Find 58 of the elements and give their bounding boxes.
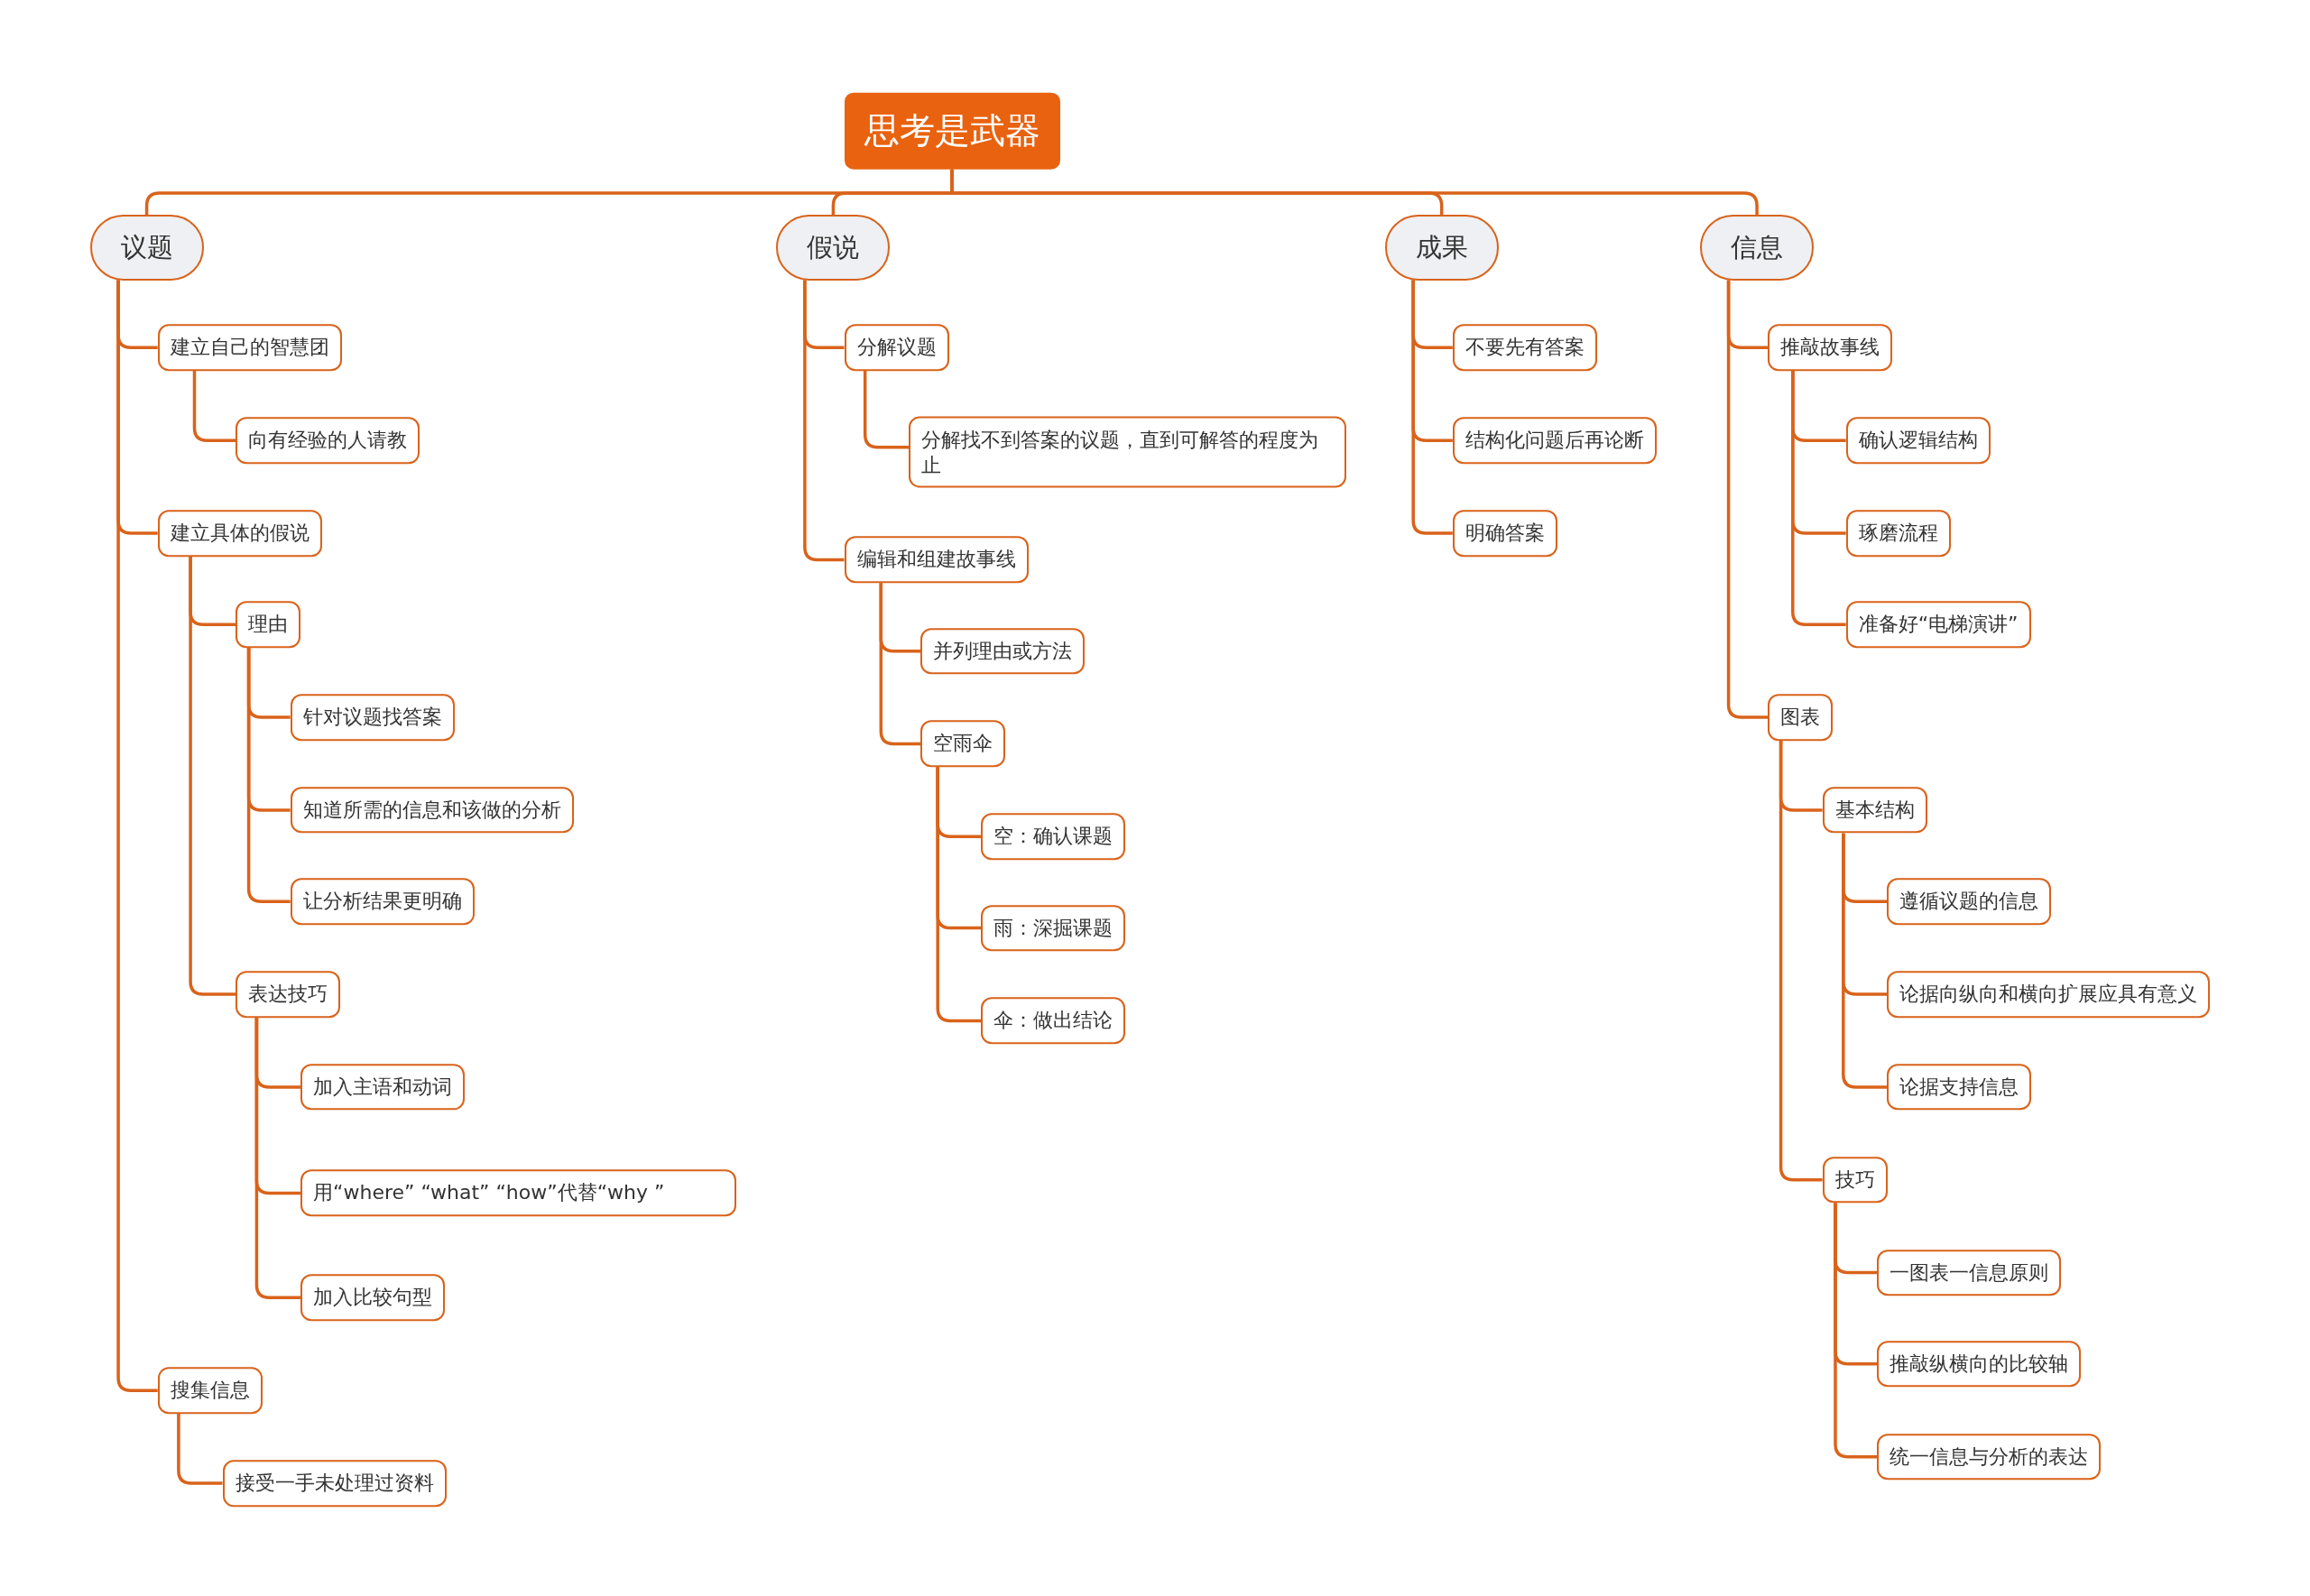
connector-line (1726, 280, 1769, 719)
root-topic: 思考是武器 (844, 92, 1060, 170)
connector-line (879, 583, 921, 746)
main-topic: 信息 (1700, 215, 1815, 281)
connector-line (1834, 1203, 1877, 1459)
subtopic-box: 向有经验的人请教 (236, 417, 420, 464)
subtopic-box: 琢磨流程 (1845, 510, 1951, 557)
subtopic-box: 让分析结果更明确 (290, 878, 475, 925)
connector-line (254, 1017, 301, 1300)
subtopic-box: 图表 (1768, 694, 1834, 741)
subtopic-box: 加入主语和动词 (300, 1064, 466, 1111)
subtopic-box: 伞：做出结论 (981, 997, 1126, 1045)
connector-line (803, 280, 845, 562)
subtopic-box: 分解找不到答案的议题，直到可解答的程度为止 (909, 416, 1347, 488)
subtopic-box: 建立自己的智慧团 (157, 324, 342, 372)
connector-line (116, 280, 158, 1392)
subtopic-box: 明确答案 (1452, 510, 1557, 557)
subtopic-box: 确认逻辑结构 (1845, 417, 1991, 464)
main-topic: 议题 (89, 215, 204, 281)
subtopic-box: 知道所需的信息和该做的分析 (290, 787, 574, 834)
subtopic-box: 空：确认课题 (981, 813, 1126, 861)
subtopic-box: 不要先有答案 (1452, 324, 1597, 372)
subtopic-box: 基本结构 (1822, 787, 1927, 834)
subtopic-box: 一图表一信息原则 (1877, 1249, 2061, 1296)
subtopic-box: 推敲纵横向的比较轴 (1877, 1341, 2081, 1388)
subtopic-box: 表达技巧 (236, 971, 341, 1018)
subtopic-box: 针对议题找答案 (290, 694, 455, 741)
subtopic-box: 分解议题 (844, 324, 949, 372)
subtopic-box: 雨：深掘课题 (981, 904, 1126, 952)
subtopic-box: 建立具体的假说 (157, 510, 322, 557)
subtopic-box: 结构化问题后再论断 (1452, 417, 1657, 464)
subtopic-box: 理由 (236, 601, 301, 648)
connector-line (246, 648, 291, 903)
connector-line (936, 767, 982, 1023)
connector-line (1791, 371, 1846, 626)
connector-line (1842, 833, 1888, 1089)
subtopic-box: 论据向纵向和横向扩展应具有意义 (1887, 971, 2211, 1018)
subtopic-box: 技巧 (1822, 1157, 1888, 1204)
connector-line (192, 371, 236, 442)
subtopic-box: 统一信息与分析的表达 (1877, 1433, 2101, 1481)
subtopic-box: 遵循议题的信息 (1887, 878, 2052, 925)
subtopic-box: 推敲故事线 (1768, 324, 1893, 372)
subtopic-box: 论据支持信息 (1887, 1064, 2032, 1111)
subtopic-box: 编辑和组建故事线 (844, 536, 1029, 584)
subtopic-box: 用“where” “what” “how”代替“why ” (300, 1169, 737, 1217)
subtopic-box: 准备好“电梯演讲” (1845, 601, 2031, 648)
connector-line (1779, 740, 1823, 1182)
connector-line (1411, 280, 1453, 535)
subtopic-box: 空雨伞 (920, 720, 1006, 768)
subtopic-box: 搜集信息 (157, 1367, 263, 1414)
subtopic-box: 并列理由或方法 (920, 627, 1086, 675)
subtopic-box: 接受一手未处理过资料 (222, 1460, 447, 1507)
connector-line (189, 556, 236, 996)
connector-line (177, 1413, 223, 1485)
connector-line (863, 371, 910, 449)
main-topic: 成果 (1384, 215, 1499, 281)
main-topic: 假说 (776, 215, 891, 281)
subtopic-box: 加入比较句型 (300, 1274, 446, 1322)
